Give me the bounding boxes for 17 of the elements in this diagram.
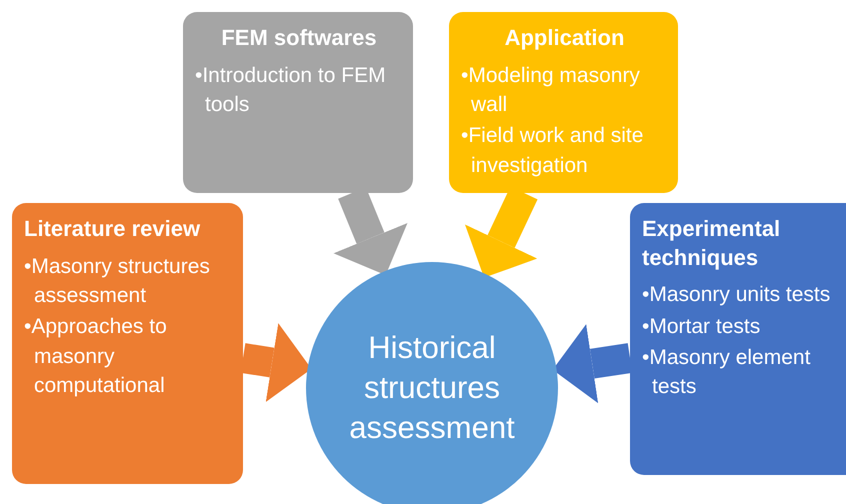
bullet-text: •Modeling masonry wall — [461, 62, 641, 118]
box-heading: FEM softwares — [220, 24, 378, 52]
topic-box — [183, 12, 413, 193]
topic-box — [630, 203, 846, 475]
bullet-text: •Mortar tests — [642, 314, 762, 340]
box-heading: Application — [504, 24, 626, 52]
bullet-text: •Masonry units tests — [642, 282, 832, 308]
bullet-text: •Masonry structures assessment — [24, 254, 211, 309]
box-heading: Experimental techniques — [642, 215, 782, 272]
bullet-text: •Masonry element tests — [642, 344, 812, 400]
bullet-text: •Introduction to FEM tools — [195, 62, 387, 118]
circle-text: Historical structures assessment — [348, 328, 516, 448]
topic-box — [12, 203, 243, 484]
box-heading: Literature review — [24, 215, 202, 243]
bullet-text: •Approaches to masonry computational — [24, 314, 168, 400]
bullet-text: •Field work and site investigation — [461, 123, 644, 179]
topic-box — [449, 12, 678, 193]
